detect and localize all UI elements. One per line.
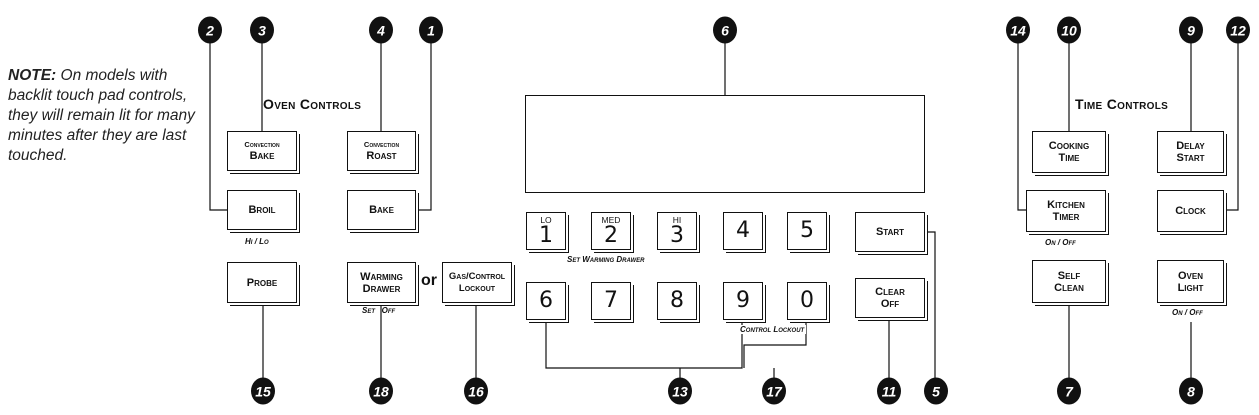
key-0[interactable]: 0	[787, 282, 827, 320]
callout-14: 14	[1006, 16, 1030, 44]
self-clean-button[interactable]: Self Clean	[1032, 260, 1106, 303]
kitchen-timer-line1: Kitchen	[1047, 199, 1085, 211]
callout-4: 4	[369, 16, 393, 44]
control-lockout-caption: Control Lockout	[738, 325, 807, 334]
key-0-digit: 0	[800, 288, 814, 313]
callout-11: 11	[877, 377, 901, 405]
broil-button[interactable]: Broil	[227, 190, 297, 230]
callout-7: 7	[1057, 377, 1081, 405]
or-text: or	[421, 272, 437, 289]
bake-label: Bake	[369, 204, 394, 216]
clear-off-line1: Clear	[875, 286, 905, 298]
cooking-time-button[interactable]: Cooking Time	[1032, 131, 1106, 173]
oven-light-button[interactable]: Oven Light	[1157, 260, 1224, 303]
key-7[interactable]: 7	[591, 282, 631, 320]
convection-bake-line1: Convection	[244, 140, 280, 149]
probe-label: Probe	[246, 276, 278, 289]
cooking-time-line2: Time	[1058, 152, 1080, 164]
callout-12: 12	[1226, 16, 1250, 44]
callout-13: 13	[668, 377, 692, 405]
key-7-digit: 7	[604, 288, 618, 313]
key-2-digit: 2	[604, 222, 618, 248]
note-text: NOTE: On models with backlit touch pad c…	[8, 66, 208, 166]
kitchen-timer-on-off-caption: On / Off	[1045, 238, 1076, 247]
convection-roast-line1: Convection	[363, 140, 400, 149]
clock-button[interactable]: Clock	[1157, 190, 1224, 232]
key-2-med[interactable]: MED 2	[591, 212, 631, 250]
key-6-digit: 6	[539, 288, 553, 313]
callout-2: 2	[198, 16, 222, 44]
clock-label: Clock	[1175, 205, 1206, 217]
bake-button[interactable]: Bake	[347, 190, 416, 230]
key-1-lo[interactable]: LO 1	[526, 212, 566, 250]
callout-6: 6	[713, 16, 737, 44]
broil-label: Broil	[248, 204, 276, 216]
gas-lockout-line2: Lockout	[458, 282, 496, 294]
key-9-digit: 9	[736, 288, 750, 313]
key-5[interactable]: 5	[787, 212, 827, 250]
oven-light-line2: Light	[1177, 281, 1204, 294]
key-2-sub: MED	[601, 214, 621, 225]
key-9[interactable]: 9	[723, 282, 763, 320]
key-4[interactable]: 4	[723, 212, 763, 250]
key-3-sub: HI	[672, 214, 682, 225]
callout-10: 10	[1057, 16, 1081, 44]
callout-1: 1	[419, 16, 443, 44]
callout-16: 16	[464, 377, 488, 405]
convection-roast-button[interactable]: Convection Roast	[347, 131, 416, 171]
oven-controls-title: Oven Controls	[263, 96, 362, 112]
gas-lockout-line1: Gas/Control	[448, 270, 506, 282]
key-8-digit: 8	[670, 288, 684, 313]
warming-drawer-button[interactable]: Warming Drawer	[347, 262, 416, 303]
note-label: NOTE:	[8, 67, 57, 84]
warming-drawer-line1: Warming	[360, 270, 403, 283]
oven-light-line1: Oven	[1177, 269, 1203, 282]
display-window	[525, 95, 925, 193]
note-body: On models with backlit touch pad control…	[8, 67, 195, 164]
delay-start-button[interactable]: Delay Start	[1157, 131, 1224, 173]
key-3-hi[interactable]: HI 3	[657, 212, 697, 250]
callout-8: 8	[1179, 377, 1203, 405]
clear-off-line2: Off	[880, 298, 900, 310]
convection-bake-line2: Bake	[249, 150, 275, 162]
start-button[interactable]: Start	[855, 212, 925, 252]
key-1-digit: 1	[539, 222, 553, 248]
set-warming-drawer-caption: Set Warming Drawer	[567, 255, 645, 264]
convection-bake-button[interactable]: Convection Bake	[227, 131, 297, 171]
probe-button[interactable]: Probe	[227, 262, 297, 303]
callout-3: 3	[250, 16, 274, 44]
callout-17: 17	[762, 377, 786, 405]
start-label: Start	[875, 226, 905, 238]
self-clean-line1: Self	[1057, 269, 1081, 282]
key-6[interactable]: 6	[526, 282, 566, 320]
self-clean-line2: Clean	[1054, 281, 1084, 294]
oven-light-on-off-caption: On / Off	[1172, 308, 1203, 317]
set-off-caption: Set Off	[362, 306, 396, 315]
callout-15: 15	[251, 377, 275, 405]
callout-9: 9	[1179, 16, 1203, 44]
callout-5: 5	[924, 377, 948, 405]
delay-start-line2: Start	[1176, 152, 1205, 164]
kitchen-timer-button[interactable]: Kitchen Timer	[1026, 190, 1106, 232]
hi-lo-caption: Hi / Lo	[245, 237, 269, 246]
key-8[interactable]: 8	[657, 282, 697, 320]
key-1-sub: LO	[540, 214, 552, 225]
key-3-digit: 3	[670, 222, 684, 248]
delay-start-line1: Delay	[1176, 140, 1205, 152]
kitchen-timer-line2: Timer	[1052, 211, 1080, 223]
convection-roast-line2: Roast	[366, 150, 397, 162]
gas-control-lockout-button[interactable]: Gas/Control Lockout	[442, 262, 512, 303]
warming-drawer-line2: Drawer	[362, 282, 401, 295]
key-5-digit: 5	[800, 218, 814, 243]
cooking-time-line1: Cooking	[1048, 140, 1090, 152]
time-controls-title: Time Controls	[1075, 96, 1169, 112]
callout-18: 18	[369, 377, 393, 405]
clear-off-button[interactable]: Clear Off	[855, 278, 925, 318]
key-4-digit: 4	[736, 218, 750, 243]
